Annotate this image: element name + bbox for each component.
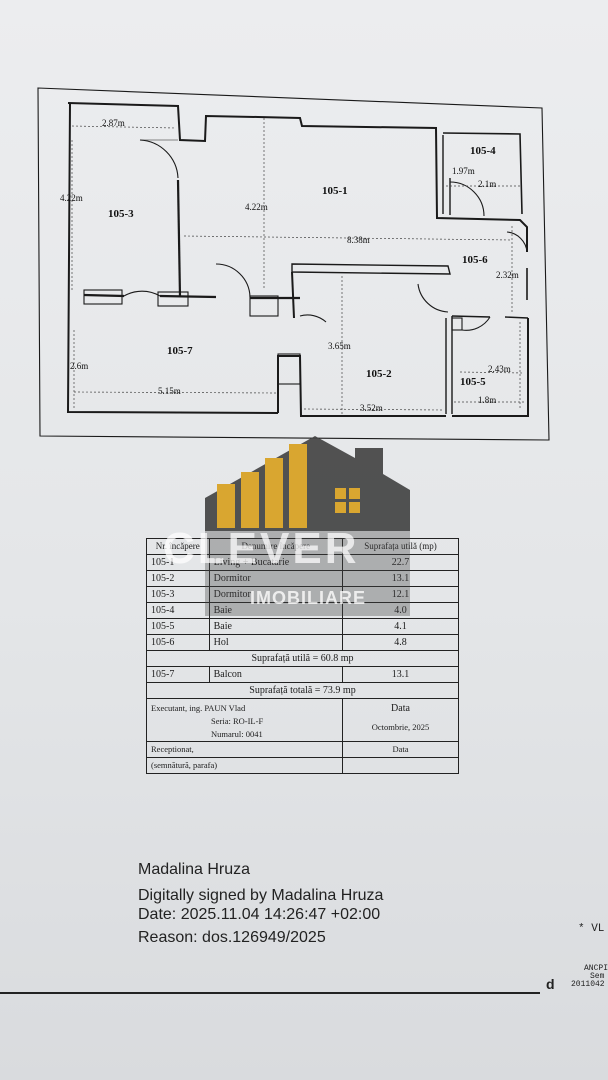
room-label-105-2: 105-2 <box>366 368 392 380</box>
executant-row: Executant, ing. PAUN Vlad Seria: RO-IL-F… <box>146 698 459 742</box>
room-label-105-6: 105-6 <box>462 254 488 266</box>
corner-ancpi: ANCPI <box>584 964 608 973</box>
cell-area: 4.8 <box>342 634 459 651</box>
date-label-2: Data <box>342 741 459 758</box>
table-row: 105-1 Living + Bucatarie 22.7 <box>146 554 459 571</box>
signature-date: Date: 2025.11.04 14:26:47 +02:00 <box>138 906 381 923</box>
dimension-label: 2.1m <box>478 179 497 189</box>
corner-d: d <box>546 976 555 992</box>
table-row: 105-7 Balcon 13.1 <box>146 666 459 683</box>
cell-nr: 105-3 <box>146 586 210 603</box>
dimension-label: 1.8m <box>478 395 497 405</box>
cell-area: 4.0 <box>342 602 459 619</box>
room-schedule-table: Nr. încăpere Denumire încăpere Suprafața… <box>146 538 459 774</box>
dimension-label: 5.15m <box>158 386 181 396</box>
executant-numarul: Numarul: 0041 <box>211 729 263 739</box>
dimension-label: 4.22m <box>245 202 268 212</box>
corner-vl: * VL <box>578 923 605 935</box>
dimension-label: 2.87m <box>102 118 125 128</box>
dimension-label: 2.6m <box>70 361 89 371</box>
signer-name: Madalina Hruza <box>138 861 251 878</box>
clever-imobiliare-logo <box>205 436 410 616</box>
dimension-label: 3.65m <box>328 341 351 351</box>
receptionat-label: Receptionat, <box>146 741 343 758</box>
watermark-sub: IMOBILIARE <box>250 588 366 608</box>
cell-area: 4.1 <box>342 618 459 635</box>
cell-name: Hol <box>208 634 344 651</box>
table-row: 105-4 Baie 4.0 <box>146 602 459 619</box>
date-label: Data <box>391 703 410 714</box>
table-header-row: Nr. încăpere Denumire încăpere Suprafața… <box>146 538 459 555</box>
grand-total: Suprafață totală = 73.9 mp <box>146 682 459 699</box>
dimension-label: 8.38m <box>347 235 370 245</box>
executant-name: Executant, ing. PAUN Vlad <box>151 703 246 713</box>
room-label-105-1: 105-1 <box>322 185 348 197</box>
date-value: Octombrie, 2025 <box>371 722 430 732</box>
useful-area-total: Suprafață utilă = 60.8 mp <box>146 650 459 667</box>
room-label-105-5: 105-5 <box>460 376 486 388</box>
signed-by: Digitally signed by Madalina Hruza <box>138 887 384 904</box>
signature-row: (semnătură, parafa) <box>146 757 459 774</box>
watermark-brand: CLEVER <box>163 524 360 573</box>
dimension-label: 1.97m <box>452 166 475 176</box>
cell-nr: 105-5 <box>146 618 210 635</box>
executant-cell: Executant, ing. PAUN Vlad Seria: RO-IL-F… <box>146 698 343 742</box>
dimension-label: 2.43m <box>488 364 511 374</box>
cell-nr: 105-4 <box>146 602 210 619</box>
table-row: 105-3 Dormitor 12.1 <box>146 586 459 603</box>
signature-reason: Reason: dos.126949/2025 <box>138 929 326 946</box>
dimension-label: 4.22m <box>60 193 83 203</box>
cell-nr: 105-6 <box>146 634 210 651</box>
cell-name: Baie <box>208 618 344 635</box>
room-label-105-4: 105-4 <box>470 145 496 157</box>
bottom-rule <box>0 992 540 994</box>
corner-number: 2011042 <box>571 980 605 989</box>
table-row: 105-6 Hol 4.8 <box>146 634 459 651</box>
dimension-label: 3.52m <box>360 403 383 413</box>
grand-total-row: Suprafață totală = 73.9 mp <box>146 682 459 699</box>
corner-sem: Sem <box>590 972 605 981</box>
room-label-105-3: 105-3 <box>108 208 134 220</box>
semnatura-label: (semnătură, parafa) <box>146 757 343 774</box>
dimension-label: 2.32m <box>496 270 519 280</box>
cell-area: 13.1 <box>342 666 459 683</box>
table-row: 105-5 Baie 4.1 <box>146 618 459 635</box>
cell-nr: 105-7 <box>146 666 210 683</box>
reception-row: Receptionat, Data <box>146 741 459 758</box>
room-label-105-7: 105-7 <box>167 345 193 357</box>
useful-area-total-row: Suprafață utilă = 60.8 mp <box>146 650 459 667</box>
cell-name: Balcon <box>208 666 344 683</box>
executant-seria: Seria: RO-IL-F <box>211 716 264 726</box>
date-cell: Data Octombrie, 2025 <box>342 698 459 742</box>
